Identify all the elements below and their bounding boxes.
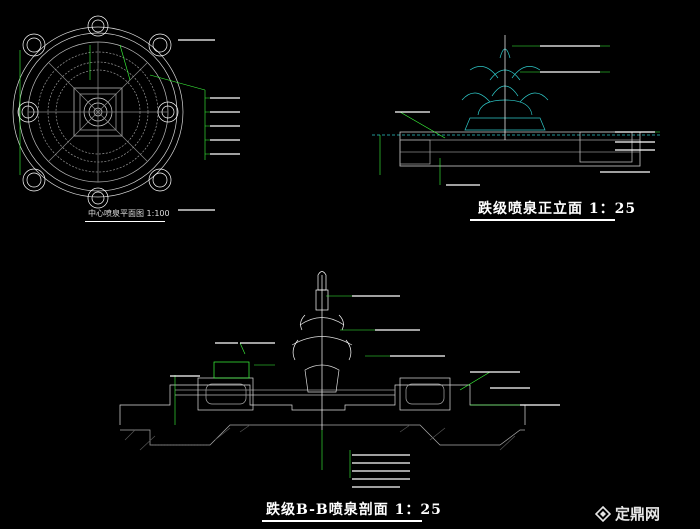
watermark: 定鼎网 bbox=[595, 503, 660, 524]
section-title-underline bbox=[262, 520, 422, 522]
section-title: 跌级B-B喷泉剖面 1：25 bbox=[266, 502, 442, 518]
plan-title: 中心喷泉平面图 1:100 bbox=[88, 209, 170, 218]
elevation-title: 跌级喷泉正立面 1：25 bbox=[478, 201, 637, 217]
elevation-view bbox=[372, 35, 660, 186]
plan-title-underline bbox=[85, 221, 165, 222]
watermark-logo-icon bbox=[595, 505, 611, 522]
section-view bbox=[119, 271, 560, 488]
watermark-text: 定鼎网 bbox=[615, 505, 661, 523]
elevation-title-underline bbox=[470, 219, 615, 221]
plan-view bbox=[12, 15, 240, 211]
